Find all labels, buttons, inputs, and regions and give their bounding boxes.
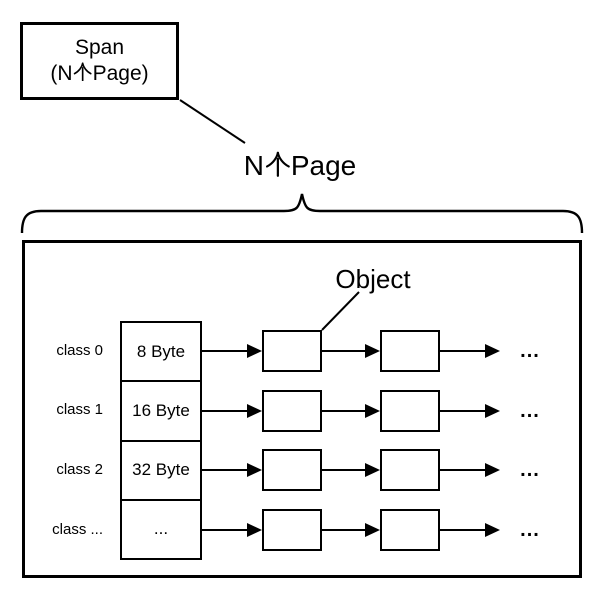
object-box bbox=[262, 330, 322, 372]
free-list-row-1: ... bbox=[202, 381, 562, 441]
arrow-right-icon bbox=[322, 343, 380, 359]
arrow-right-icon bbox=[322, 462, 380, 478]
size-class-cell-2: 32 Byte bbox=[122, 442, 200, 501]
size-class-column: 8 Byte 16 Byte 32 Byte ... bbox=[120, 321, 202, 560]
free-list-row-2: ... bbox=[202, 440, 562, 500]
object-box bbox=[380, 449, 440, 491]
object-box bbox=[380, 509, 440, 551]
arrow-right-icon bbox=[440, 343, 500, 359]
arrow-right-icon bbox=[440, 522, 500, 538]
free-list-row-3: ... bbox=[202, 500, 562, 560]
free-list-row-0: ... bbox=[202, 321, 562, 381]
object-box bbox=[380, 390, 440, 432]
size-class-cell-3: ... bbox=[153, 519, 169, 539]
cjk-ge-icon bbox=[265, 151, 290, 177]
class-label-0: class 0 bbox=[56, 342, 103, 359]
arrow-right-icon bbox=[322, 522, 380, 538]
list-continues-ellipsis: ... bbox=[520, 459, 540, 481]
arrow-right-icon bbox=[202, 403, 262, 419]
span-pages-container: Object class 0 class 1 class 2 class ...… bbox=[22, 240, 582, 578]
list-continues-ellipsis: ... bbox=[520, 340, 540, 362]
arrow-right-icon bbox=[440, 462, 500, 478]
object-box bbox=[262, 449, 322, 491]
object-box bbox=[380, 330, 440, 372]
cjk-ge-icon bbox=[73, 62, 92, 82]
list-continues-ellipsis: ... bbox=[520, 519, 540, 541]
object-box bbox=[262, 509, 322, 551]
object-label: Object bbox=[335, 264, 411, 294]
arrow-right-icon bbox=[202, 522, 262, 538]
span-node-title: Span bbox=[74, 36, 125, 59]
list-continues-ellipsis: ... bbox=[520, 400, 540, 422]
arrow-right-icon bbox=[202, 462, 262, 478]
arrow-right-icon bbox=[202, 343, 262, 359]
object-box bbox=[262, 390, 322, 432]
curly-brace bbox=[20, 193, 584, 234]
size-class-cell-0: 8 Byte bbox=[122, 323, 200, 383]
arrow-right-icon bbox=[440, 403, 500, 419]
class-label-2: class 2 bbox=[56, 461, 103, 478]
arrow-right-icon bbox=[322, 403, 380, 419]
class-label-1: class 1 bbox=[56, 401, 103, 418]
class-label-3: class ... bbox=[52, 521, 103, 538]
size-class-cell-1: 16 Byte bbox=[122, 382, 200, 442]
span-connector-line bbox=[179, 99, 246, 144]
